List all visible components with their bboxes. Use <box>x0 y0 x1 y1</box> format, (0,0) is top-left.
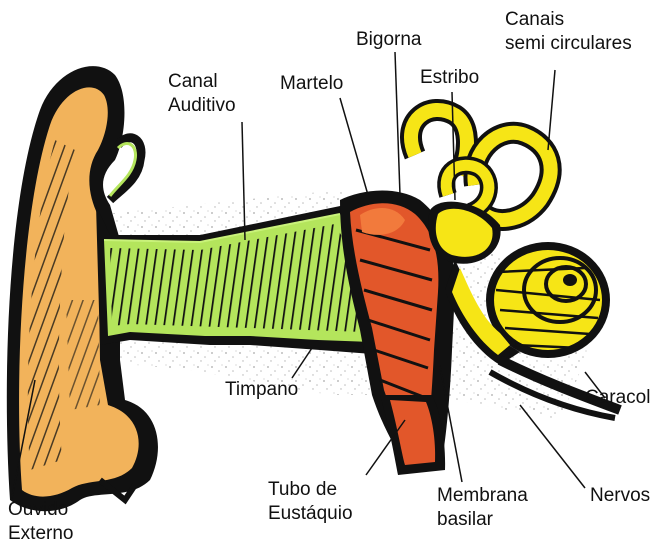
label-canais-line1: Canais <box>505 8 632 32</box>
label-timpano: Timpano <box>225 378 298 402</box>
label-canal-auditivo: Canal Auditivo <box>168 70 236 118</box>
label-membrana-line2: basilar <box>437 508 528 532</box>
label-canal-line2: Auditivo <box>168 94 236 118</box>
label-bigorna: Bigorna <box>356 28 422 52</box>
label-caracol: Caracol <box>585 386 650 410</box>
label-canais-line2: semi circulares <box>505 32 632 56</box>
label-membrana-basilar: Membrana basilar <box>437 484 528 532</box>
label-tubo-de-eustaquio: Tubo de Eustáquio <box>268 478 353 526</box>
label-canal-line1: Canal <box>168 70 236 94</box>
label-tubo-line2: Eustáquio <box>268 502 353 526</box>
label-ouvido-line2: Externo <box>8 522 73 546</box>
label-canais-semicirculares: Canais semi circulares <box>505 8 632 56</box>
label-membrana-line1: Membrana <box>437 484 528 508</box>
label-tubo-line1: Tubo de <box>268 478 353 502</box>
label-estribo: Estribo <box>420 66 479 90</box>
label-ouvido-line1: Ouvido <box>8 498 73 522</box>
label-nervos: Nervos <box>590 484 650 508</box>
label-martelo: Martelo <box>280 72 343 96</box>
label-ouvido-externo: Ouvido Externo <box>8 498 73 546</box>
